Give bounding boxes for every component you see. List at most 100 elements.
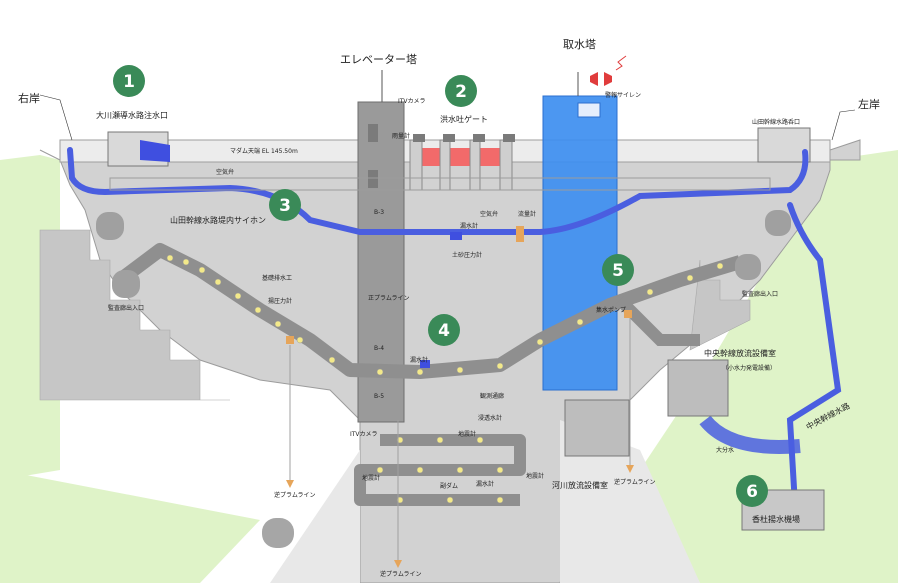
label-b5: B-5 [374,393,384,400]
label-river-discharge: 河川放流設備室 [552,480,608,490]
gate-pier [439,139,451,191]
label-air-valve-center: 空気弁 [480,210,498,218]
gate-pier [499,139,513,191]
sensor-dot [214,278,222,286]
sensor-dot [496,496,504,504]
river-discharge-building [564,399,630,457]
sensor-dot [456,466,464,474]
pendulum-weight-icon [286,480,294,488]
sensor-dot [646,288,654,296]
leak-gauge-icon [420,360,430,368]
central-channel-pipe [699,415,801,454]
flow-meter-icon [516,226,524,242]
siren-signal-icon [615,55,627,71]
label-itv-top: ITVカメラ [398,98,426,105]
label-left-bank: 左岸 [858,98,880,111]
label-flow-meter-top: 流量計 [518,210,536,218]
ground-lower [0,470,260,583]
sensor-dot [274,320,282,328]
label-earth-pressure: 土砂圧力計 [452,251,482,259]
sensor-dot [328,356,336,364]
gate-hoist [473,134,485,142]
sensor-dot [716,262,724,270]
label-itv-bottom: ITVカメラ [350,431,378,438]
sensor-dot [416,466,424,474]
marker-3-label: 3 [279,196,291,216]
label-deformation-gauge: 地震計 [458,430,476,438]
gate-hoist [413,134,425,142]
label-inspection-entrance-left: 監査廊出入口 [108,304,144,312]
marker-6-label: 6 [746,482,758,502]
sensor-dot [198,266,206,274]
marker-4: 4 [428,314,460,346]
sensor-dot [476,436,484,444]
label-pendulum-left: 逆プラムライン [274,491,316,499]
label-siphon: 山田幹線水路堤内サイホン [170,215,266,225]
pointer-line [831,109,856,141]
label-observation-room: 観測通廊 [480,392,504,400]
label-right-bank: 右岸 [18,91,40,105]
label-drain-pump: 集水ポンプ [596,306,626,314]
sensor-dot [376,368,384,376]
label-b4: B-4 [374,345,384,352]
label-central-discharge: 中央幹線放流設備室 [704,348,776,358]
gate-pier [469,139,481,191]
marker-5-label: 5 [612,261,624,281]
pendulum-weight-icon [394,560,402,568]
label-central-discharge-sub: （小水力発電設備） [722,364,776,372]
marker-2-label: 2 [455,82,467,102]
flood-gate [420,148,510,166]
pendulum-weight-icon [626,465,634,473]
siren-icon [590,72,612,86]
sensor-dot [376,466,384,474]
label-air-valve-left: 空気弁 [216,168,234,176]
marker-5: 5 [602,254,634,286]
tunnel-entrance-icon [96,212,124,240]
label-pendulum-center: 正プラムライン [368,295,410,302]
intake-tower [542,95,618,391]
water-conduit [67,147,842,508]
label-leak-gauge-center: 漏水計 [460,222,478,230]
tunnel-entrance-icon [112,270,140,298]
label-rain-gauge: 雨量計 [392,132,410,140]
pressure-gauge-icon [286,336,294,344]
label-pendulum-bottom: 逆プラムライン [380,570,422,578]
label-seismograph-right: 地震計 [526,472,544,480]
sensor-dot [166,254,174,262]
label-flood-gate: 洪水吐ゲート [440,114,488,124]
sensor-dot [446,496,454,504]
label-leak-gauge-bottom: 漏水計 [476,480,494,488]
dam-crest-label: マダム天端 EL 145.50m [230,147,298,155]
sensor-dot [686,274,694,282]
label-leak-gauge-mid: 漏水計 [410,356,428,364]
label-okawa-intake: 大川瀬導水路注水口 [96,110,168,120]
leak-gauge-icon [450,232,462,240]
label-b3: B-3 [374,209,384,216]
marker-4-label: 4 [438,321,450,341]
elevator-window [368,124,378,142]
intake-tower-window [577,102,601,118]
marker-1-label: 1 [123,72,135,92]
label-alarm-siren: 警報サイレン [605,91,641,99]
label-kasuga-pump: 香杜揚水機場 [752,514,800,524]
tunnel-entrance-icon [735,254,761,280]
sensor-dot [234,292,242,300]
label-seismograph-left: 地震計 [362,474,380,482]
elevator-window [368,170,378,188]
okawa-intake-flow-icon [140,140,170,162]
sensor-dot [536,338,544,346]
sensor-dot [416,368,424,376]
label-seepage-gauge: 浸透水計 [478,414,502,422]
ground-left-bank [640,150,898,583]
sensor-dot [456,366,464,374]
label-yamada-intake: 山田幹線水路呑口 [752,118,800,126]
label-foundation-drain: 基礎排水工 [262,274,292,282]
pointer-line [39,94,73,141]
label-pendulum-right: 逆プラムライン [614,478,656,486]
sensor-dot [182,258,190,266]
label-inspection-entrance-right: 監査廊出入口 [742,290,778,298]
label-branch-valve: 大分水 [716,446,734,454]
marker-1: 1 [113,65,145,97]
gate-hoist [443,134,455,142]
